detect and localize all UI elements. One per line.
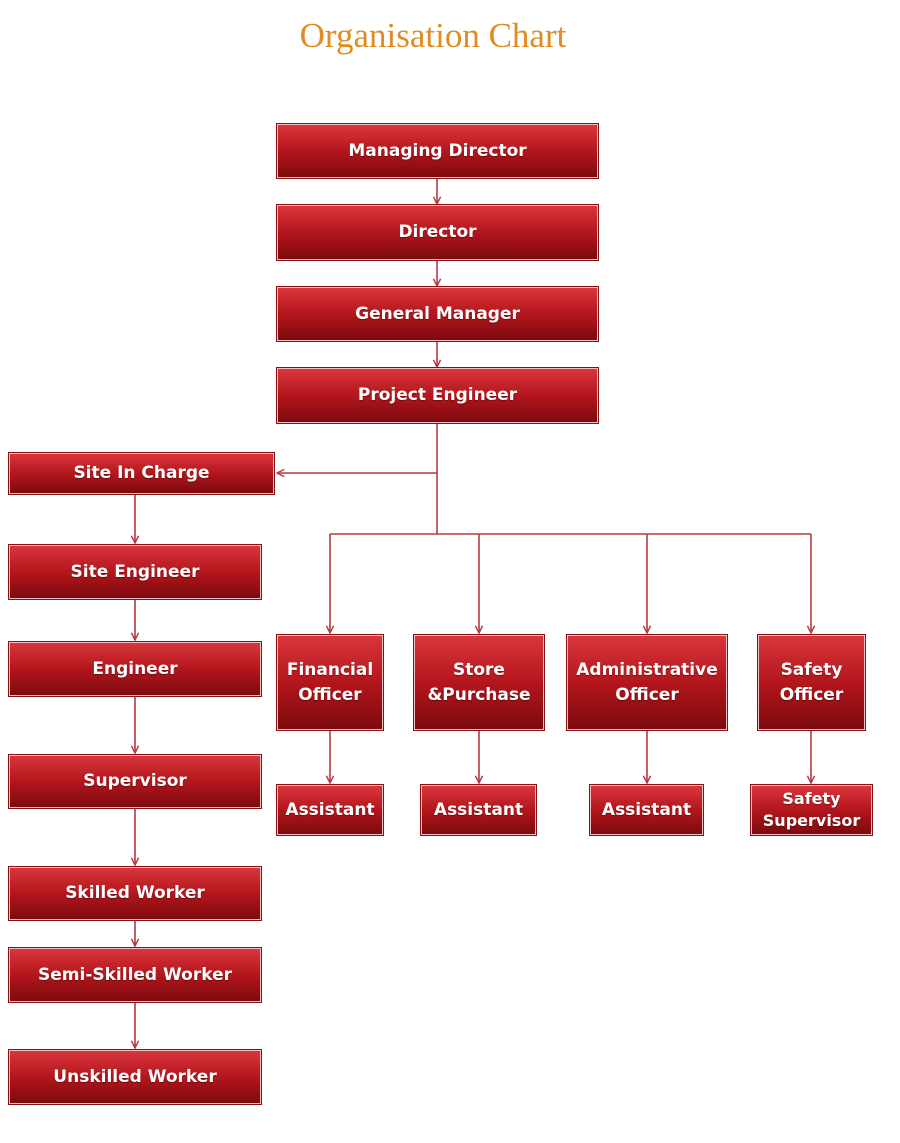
box-managing-director: Managing Director bbox=[277, 124, 598, 178]
box-label-line1: Safety bbox=[780, 659, 843, 680]
box-supervisor: Supervisor bbox=[9, 755, 261, 808]
box-financial-officer: Financial Officer bbox=[277, 635, 383, 730]
box-safety-officer: Safety Officer bbox=[758, 635, 865, 730]
box-label: Project Engineer bbox=[357, 385, 518, 406]
box-label: Supervisor bbox=[83, 771, 187, 792]
box-label: Semi-Skilled Worker bbox=[38, 964, 232, 985]
box-label: Site Engineer bbox=[70, 561, 200, 582]
box-project-engineer: Project Engineer bbox=[277, 368, 598, 423]
box-label: Skilled Worker bbox=[65, 883, 205, 904]
box-admin-assistant: Assistant bbox=[590, 785, 703, 835]
box-label: General Manager bbox=[355, 303, 520, 324]
box-site-engineer: Site Engineer bbox=[9, 545, 261, 599]
box-label-line1: Financial bbox=[286, 659, 374, 680]
box-unskilled-worker: Unskilled Worker bbox=[9, 1050, 261, 1104]
box-label: Managing Director bbox=[348, 140, 527, 161]
box-general-manager: General Manager bbox=[277, 287, 598, 341]
box-label-line1: Safety bbox=[782, 788, 841, 808]
box-director: Director bbox=[277, 205, 598, 260]
box-administrative-officer: Administrative Officer bbox=[567, 635, 727, 730]
box-label-line2: Officer bbox=[779, 684, 844, 705]
box-label: Assistant bbox=[601, 799, 692, 820]
box-label: Assistant bbox=[285, 799, 375, 820]
box-label-line2: &Purchase bbox=[427, 684, 531, 705]
box-engineer: Engineer bbox=[9, 642, 261, 696]
box-label: Director bbox=[398, 222, 477, 243]
box-label: Unskilled Worker bbox=[53, 1066, 217, 1087]
box-label-line1: Administrative bbox=[576, 659, 718, 680]
box-store-purchase: Store &Purchase bbox=[414, 635, 544, 730]
box-site-in-charge: Site In Charge bbox=[9, 453, 274, 494]
box-label-line1: Store bbox=[453, 659, 505, 680]
box-label-line2: Officer bbox=[615, 684, 679, 705]
box-label-line2: Supervisor bbox=[762, 811, 861, 830]
box-financial-assistant: Assistant bbox=[277, 785, 383, 835]
box-semi-skilled-worker: Semi-Skilled Worker bbox=[9, 948, 261, 1002]
box-label: Site In Charge bbox=[73, 463, 210, 484]
box-label: Assistant bbox=[433, 799, 524, 820]
chart-title: Organisation Chart bbox=[299, 16, 567, 55]
box-store-assistant: Assistant bbox=[421, 785, 536, 835]
box-label: Engineer bbox=[92, 658, 178, 679]
box-skilled-worker: Skilled Worker bbox=[9, 867, 261, 920]
box-safety-supervisor: Safety Supervisor bbox=[751, 785, 872, 835]
box-label-line2: Officer bbox=[298, 684, 362, 705]
